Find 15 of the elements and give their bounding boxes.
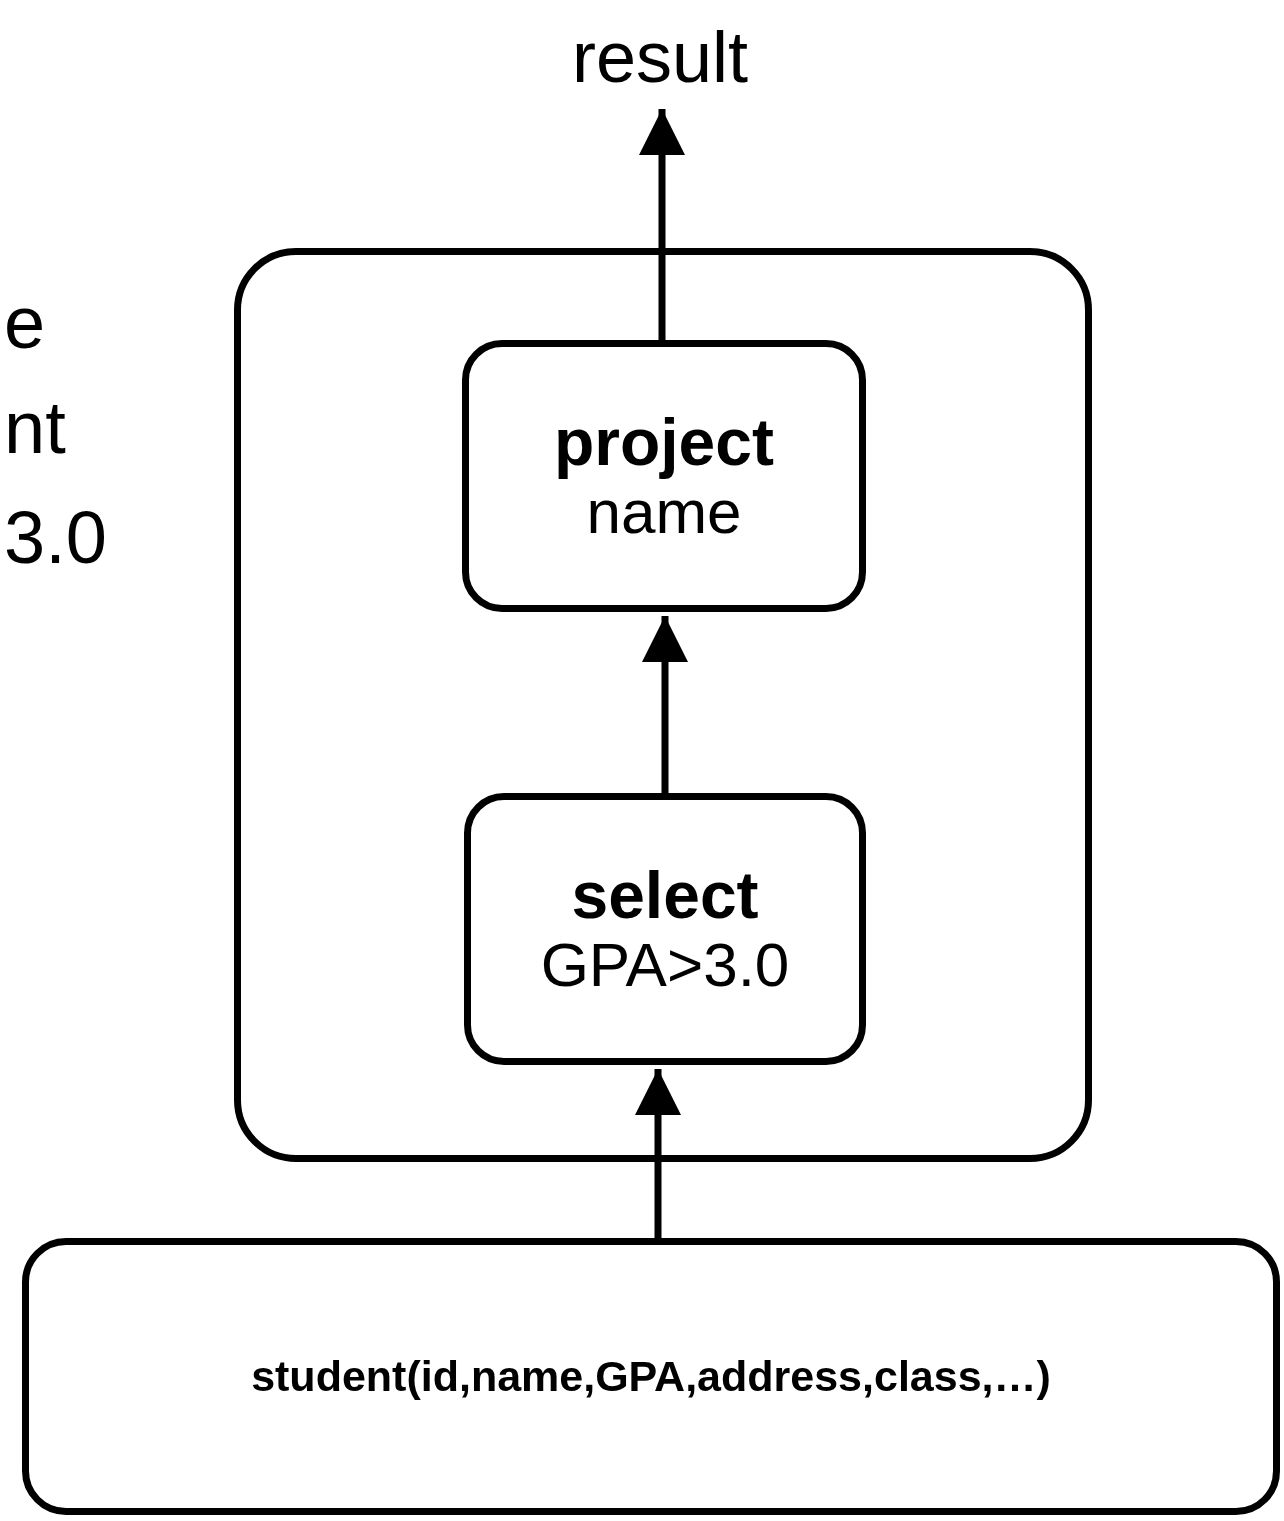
cropped-text: 3.0 bbox=[4, 495, 107, 580]
operator-argument: GPA>3.0 bbox=[540, 931, 790, 1000]
cropped-text: e bbox=[4, 280, 46, 365]
arrow bbox=[639, 109, 685, 343]
process-box bbox=[462, 340, 866, 612]
group-box bbox=[234, 248, 1092, 1162]
operator-name: select bbox=[571, 858, 759, 932]
node-text: student(id,name,GPA,address,class,…) bbox=[251, 1352, 1051, 1401]
process-box bbox=[464, 793, 866, 1065]
arrow bbox=[635, 1069, 681, 1241]
operator-name: project bbox=[553, 405, 774, 479]
table-box bbox=[22, 1238, 1280, 1515]
cropped-text: nt bbox=[4, 385, 66, 470]
node-text: result bbox=[571, 17, 749, 98]
operator-argument: name bbox=[586, 478, 742, 547]
